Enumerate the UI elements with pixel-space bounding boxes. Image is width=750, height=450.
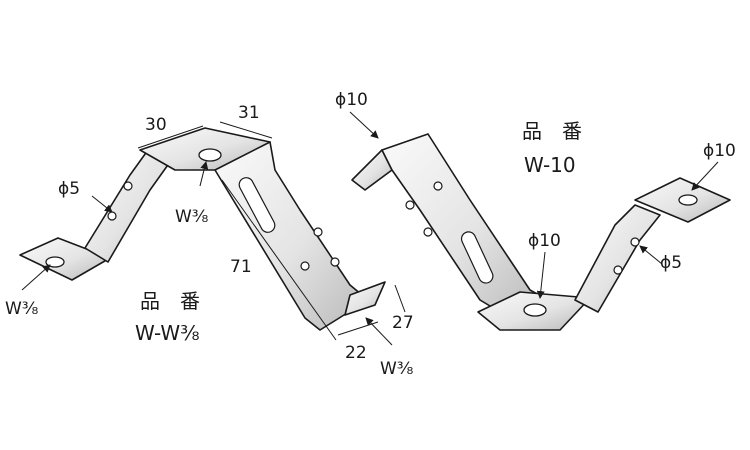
left-arm-hole-3 (300, 261, 310, 271)
left-arm-slot (238, 177, 276, 233)
dim-30-label: 30 (145, 115, 167, 135)
right-top-flange-hole (678, 194, 698, 206)
right-phi10-top-label: ϕ10 (335, 90, 368, 110)
right-bracket-illustration (351, 133, 731, 331)
dim71-line (221, 179, 337, 341)
right-phi10-top-arrow (349, 111, 379, 139)
left-leg-hole-lower (107, 211, 117, 221)
left-part-number: W-W³⁄₈ (135, 321, 200, 345)
left-top-hole (198, 148, 222, 162)
left-phi5-arrow (91, 195, 113, 213)
right-rising-leg (574, 204, 661, 313)
right-phi10-middle-arrow (536, 251, 546, 299)
left-callout-arrows (21, 161, 393, 346)
right-callout-arrows (349, 111, 719, 299)
left-phi5-label: ϕ5 (58, 179, 80, 199)
dim-27-label: 27 (392, 313, 414, 333)
left-rising-leg (84, 149, 171, 263)
right-phi5-arrow (639, 245, 663, 265)
right-leg-hole-upper (630, 237, 640, 247)
dim27-line (394, 284, 406, 313)
right-bottom-hole (523, 303, 547, 317)
right-arm-hole-3 (423, 227, 433, 237)
right-arm-hole-1 (433, 181, 443, 191)
left-bottom-tab (344, 281, 386, 316)
left-title-label: 品 番 (140, 289, 200, 313)
dim30-line (137, 125, 204, 149)
dim-31-label: 31 (238, 103, 260, 123)
left-bracket-illustration (19, 127, 386, 331)
right-phi10-right-arrow (691, 161, 719, 191)
right-title-label: 品 番 (522, 119, 582, 143)
right-arm-hole-2 (405, 200, 415, 210)
dim31-line (219, 121, 273, 139)
left-wtop-label: W³⁄₈ (175, 207, 208, 227)
right-phi10-right-label: ϕ10 (703, 141, 736, 161)
right-part-number: W-10 (524, 153, 576, 177)
left-wtop-arrow (199, 161, 209, 187)
left-wbottom-label: W³⁄₈ (380, 359, 413, 379)
dim-71-label: 71 (230, 257, 252, 277)
right-leg-hole-lower (613, 265, 623, 275)
right-arm-slot (460, 231, 494, 284)
left-arm-hole-1 (313, 227, 323, 237)
left-leg-hole-upper (123, 181, 133, 191)
left-wbottom-arrow (365, 317, 393, 346)
left-wleft-arrow (21, 264, 51, 291)
left-wleft-label: W³⁄₈ (5, 299, 38, 319)
right-phi10-middle-label: ϕ10 (528, 231, 561, 251)
dim-22-label: 22 (345, 343, 367, 363)
left-long-arm (214, 141, 369, 331)
right-phi5-label: ϕ5 (660, 253, 682, 273)
left-arm-hole-2 (330, 257, 340, 267)
